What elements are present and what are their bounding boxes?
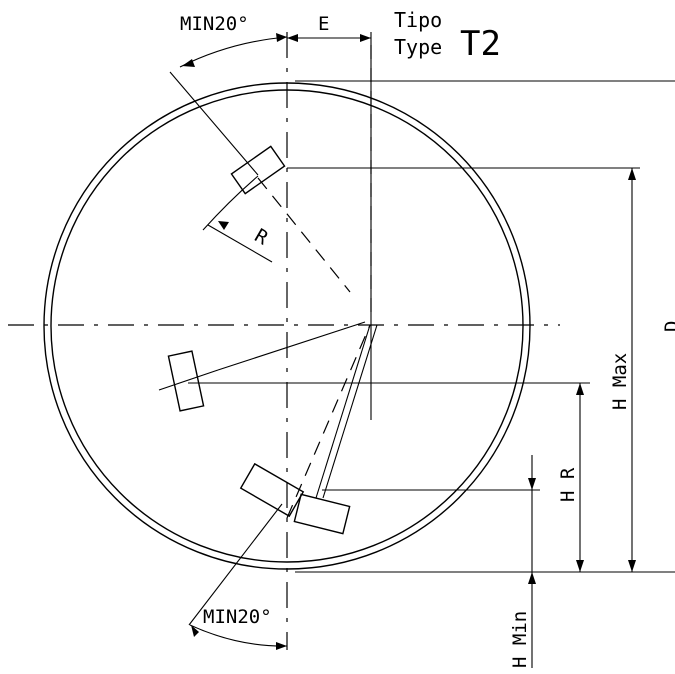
extension-lines (188, 80, 675, 573)
bottom-arm-block (188, 324, 378, 626)
title-type: Type (394, 35, 442, 59)
label-min20-top: MIN20° (180, 13, 249, 35)
dimension-hr: H R (557, 383, 584, 572)
dimension-hmax: H Max (609, 168, 636, 572)
dimension-e: E (287, 13, 371, 42)
dimension-hmin: H Min (509, 455, 536, 668)
label-h-r: H R (557, 467, 579, 502)
label-e: E (318, 13, 329, 35)
top-arm-block (230, 145, 351, 293)
top-angle: MIN20° (169, 13, 288, 176)
dimension-d: D (661, 321, 675, 332)
center-lines (8, 32, 560, 650)
bottom-angle: MIN20° (189, 606, 288, 650)
title-tipo: Tipo (394, 8, 442, 32)
left-arm-block (158, 321, 366, 412)
radius-r: R (202, 175, 273, 263)
label-r: R (251, 225, 272, 250)
label-min20-bottom: MIN20° (203, 606, 272, 628)
title-block: Tipo Type T2 (394, 8, 501, 64)
label-h-min: H Min (509, 611, 531, 668)
label-h-max: H Max (609, 353, 631, 410)
title-code: T2 (460, 24, 501, 64)
label-d: D (661, 321, 675, 332)
